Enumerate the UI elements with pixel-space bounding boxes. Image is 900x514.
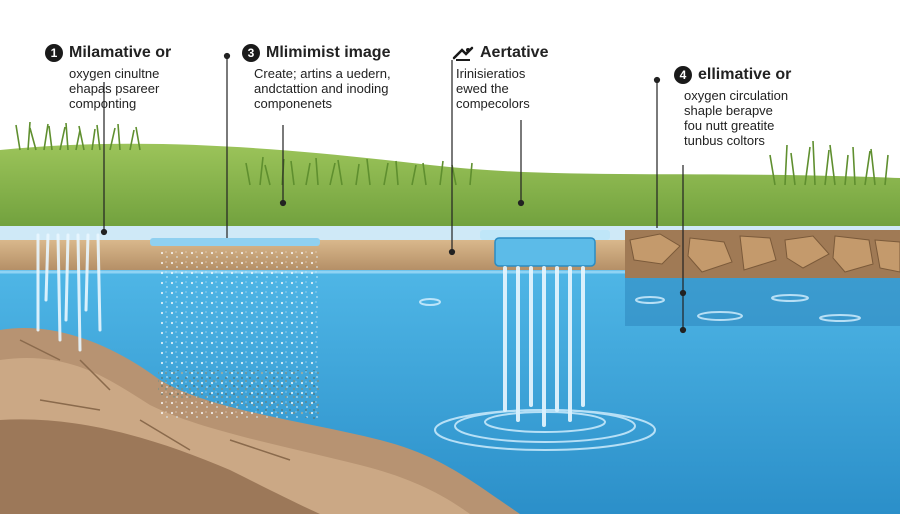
callout-4-line: shaple berapve xyxy=(684,103,773,118)
rock-bank-left xyxy=(0,328,520,514)
callout-2: Aertative Irinisieratios ewed the compec… xyxy=(452,44,548,111)
callout-1-title: Milamative or xyxy=(69,44,172,61)
callout-4-line: tunbus coltors xyxy=(684,133,765,148)
callout-1-line: componting xyxy=(69,96,137,111)
aerator-icon xyxy=(452,46,474,61)
waterfall-inlet xyxy=(36,233,102,352)
callout-4-title: ellimative or xyxy=(698,66,792,83)
callout-3-line: componenets xyxy=(254,96,333,111)
fountain-aerator xyxy=(434,230,656,451)
leader-lines xyxy=(100,52,687,334)
callout-1-line: ehapas psareer xyxy=(69,81,160,96)
callout-3-line: Create; artins a uedern, xyxy=(254,66,391,81)
callout-3-line: andctattion and inoding xyxy=(254,81,389,96)
callout-4: 4 ellimative or oxygen circulation shapl… xyxy=(674,66,791,148)
callout-4-line: fou nutt greatite xyxy=(684,118,775,133)
bubble-diffuser-column xyxy=(150,238,320,420)
callout-2-title: Aertative xyxy=(480,44,549,61)
rock-bank-right xyxy=(625,230,900,326)
grass-tufts xyxy=(15,121,889,186)
callout-2-line: Irinisieratios xyxy=(456,66,526,81)
callout-4-badge: 4 xyxy=(674,66,692,84)
callout-2-line: ewed the xyxy=(456,81,509,96)
callout-4-line: oxygen circulation xyxy=(684,88,789,103)
callout-2-line: compecolors xyxy=(456,96,530,111)
callout-3-title: Mlimimist image xyxy=(266,44,391,61)
surface-ripples xyxy=(419,294,861,322)
callout-1-line: oxygen cinultne xyxy=(69,66,160,81)
callout-3-badge: 3 xyxy=(242,44,260,62)
callout-3: 3 Mlimimist image Create; artins a ueder… xyxy=(242,44,391,111)
callout-1-badge: 1 xyxy=(45,44,63,62)
callout-1: 1 Milamative or oxygen cinultne ehapas p… xyxy=(45,44,171,111)
grass-hill xyxy=(0,143,900,232)
